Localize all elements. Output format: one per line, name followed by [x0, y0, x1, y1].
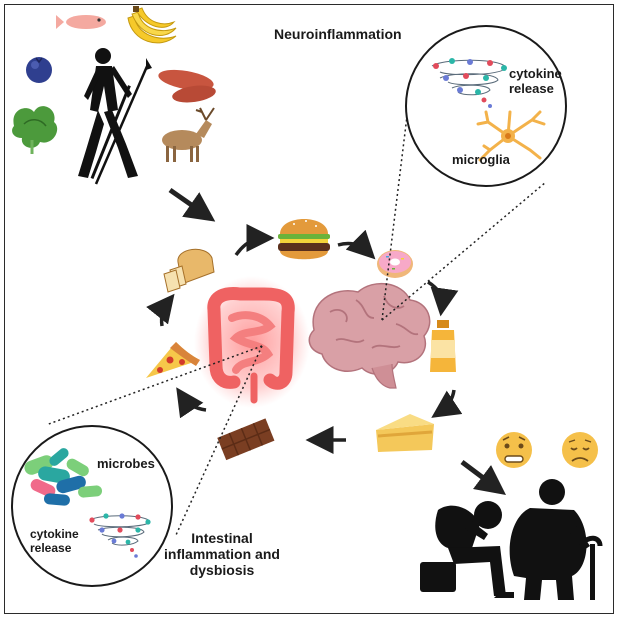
pizza-icon — [146, 342, 200, 378]
arrow-chocolate-to-pizza — [176, 387, 207, 419]
arrow-bread-to-burger — [234, 224, 275, 257]
brain-icon — [308, 282, 431, 389]
cytokine-tornado-icon-small — [89, 513, 151, 558]
burger-icon — [278, 219, 330, 260]
arrow-juice-to-cheese — [431, 389, 463, 418]
deer-icon — [162, 107, 215, 162]
juice-bottle-icon — [430, 320, 456, 372]
intestinal-title-line3: dysbiosis — [189, 562, 255, 579]
cytokine-label-line1: cytokine — [509, 66, 562, 81]
cycle-arrows — [146, 224, 463, 454]
zoom-connectors — [45, 107, 547, 536]
cytokine-tornado-icon — [431, 58, 507, 108]
banana-icon — [127, 6, 177, 44]
neuroinflammation-title: Neuroinflammation — [274, 26, 402, 42]
cytokine-label-bottom-line2: release — [30, 540, 72, 555]
arrow-pizza-to-bread — [146, 293, 175, 327]
intestinal-inflammation-title: Intestinal inflammation and dysbiosis — [158, 530, 286, 578]
lettuce-icon — [12, 106, 58, 154]
connector-brain-left — [381, 107, 409, 321]
obese-elderly-person-icon — [509, 479, 603, 600]
cytokine-label-line2: release — [509, 80, 554, 96]
connector-gut-left — [45, 345, 263, 426]
arrow-cheese-to-people — [460, 460, 506, 495]
arrow-donut-to-juice — [427, 280, 459, 317]
intestine-icon — [194, 276, 310, 408]
cytokine-release-label-top: cytokine release — [509, 66, 562, 97]
figure-border — [4, 4, 614, 614]
chocolate-icon — [217, 418, 275, 461]
neuroinflammation-zoom-circle — [405, 25, 567, 187]
sweet-potato-icon — [158, 69, 216, 103]
arrow-hunter-to-cycle — [168, 187, 216, 222]
cytokine-release-label-bottom: cytokine release — [30, 527, 79, 556]
donut-icon — [377, 250, 413, 278]
worried-face-icon — [496, 432, 532, 468]
microglia-icon — [476, 110, 546, 162]
depressed-person-icon — [420, 501, 514, 598]
intestinal-title-line1: Intestinal — [191, 530, 253, 546]
cytokine-label-bottom-line1: cytokine — [30, 527, 79, 541]
microbes-label: microbes — [97, 456, 155, 471]
connector-brain-right — [381, 181, 547, 321]
intestinal-zoom-circle — [11, 425, 173, 587]
bread-icon — [163, 248, 215, 293]
microglia-label: microglia — [452, 152, 510, 167]
arrow-burger-to-donut — [337, 229, 376, 260]
intestinal-title-line2: inflammation and — [164, 546, 280, 563]
fish-icon — [56, 15, 106, 29]
hunter-silhouette-icon — [78, 48, 152, 185]
sad-face-icon — [562, 432, 598, 468]
blueberry-icon — [26, 57, 52, 83]
cheese-icon — [376, 414, 434, 452]
microbes-icon — [24, 448, 103, 506]
